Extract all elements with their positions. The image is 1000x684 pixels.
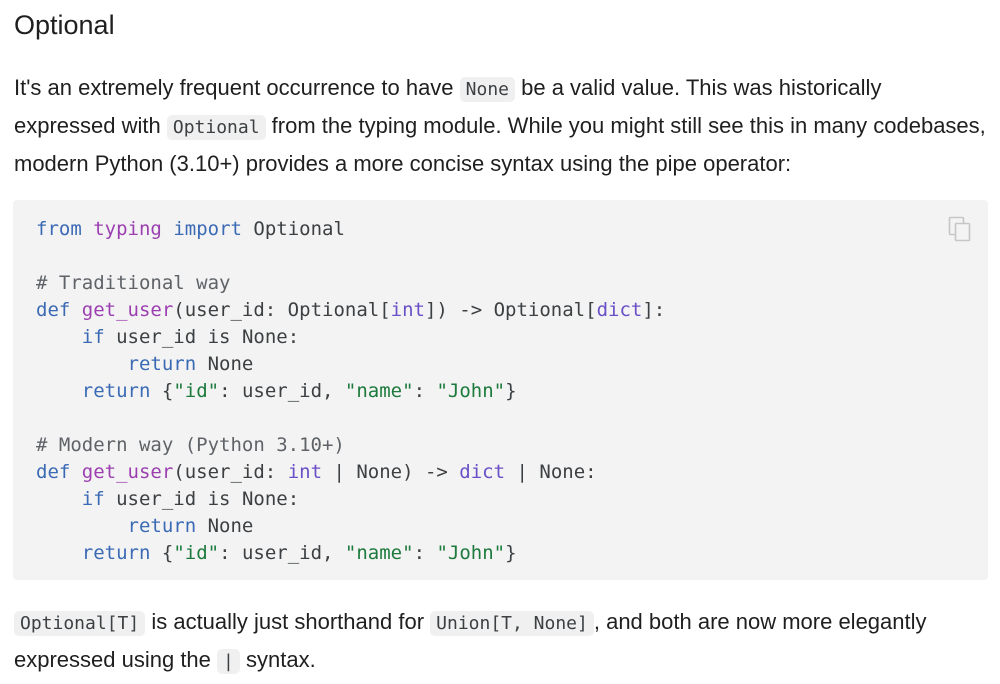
code-token: return [127,353,197,375]
code-token: def [36,461,71,483]
code-token: } [505,542,517,564]
code-token: "John" [436,380,506,402]
intro-text-1: It's an extremely frequent occurrence to… [14,75,460,100]
code-token: | None) -> [322,461,460,483]
code-token: | None: [505,461,597,483]
code-token: get_user [81,299,174,321]
copy-icon[interactable] [948,216,972,242]
section-heading: Optional [14,10,115,40]
intro-paragraph: It's an extremely frequent occurrence to… [14,70,989,182]
code-token: : user_id, [219,380,345,402]
outro-text-3: syntax. [239,647,316,672]
code-token: def [36,299,71,321]
code-token: dict [459,461,506,483]
code-token: get_user [81,461,174,483]
code-token: typing [93,218,162,240]
code-token: "name" [344,380,414,402]
code-token: int [287,461,323,483]
code-token: user_id is None: [116,326,300,348]
code-token: { [161,542,174,564]
code-content: from typing import Optional # Traditiona… [36,216,665,567]
inline-code-optional: Optional [166,115,266,140]
code-token: dict [596,299,643,321]
code-token: int [390,299,425,321]
code-token: if [81,326,105,348]
code-token: : user_id, [219,542,345,564]
inline-code-union: Union[T, None] [430,611,594,636]
code-token: "id" [173,542,220,564]
outro-paragraph: Optional[T] is actually just shorthand f… [14,604,989,680]
code-token: "John" [436,542,506,564]
intro-text-3: from the typing module. While you might … [14,113,986,176]
code-token: ]) -> Optional[ [424,299,597,321]
code-token: user_id is None: [116,488,300,510]
code-token: if [81,488,105,510]
intro-text-2: be a valid value. This was historically … [14,75,882,138]
code-token: return [127,515,197,537]
outro-text-1: is actually just shorthand for [145,609,431,634]
code-token: import [173,218,242,240]
code-token: : [413,542,437,564]
code-token: (user_id: [173,461,288,483]
code-token: "id" [173,380,220,402]
code-token: "name" [344,542,414,564]
code-token: return [81,380,151,402]
code-token: return [81,542,151,564]
code-token: (user_id: Optional[ [173,299,391,321]
code-token: ]: [642,299,666,321]
code-token: None [207,353,254,375]
inline-code-pipe: | [217,649,240,674]
code-block[interactable]: from typing import Optional # Traditiona… [13,200,988,580]
code-token: Optional [253,218,345,240]
inline-code-none: None [459,77,516,102]
code-token: } [505,380,517,402]
code-token: { [161,380,174,402]
outro-text-2: , and both are now more elegantly expres… [14,609,927,672]
inline-code-optional-t: Optional[T] [14,611,146,636]
code-token: : [413,380,437,402]
code-token: None [207,515,254,537]
code-token: from [36,218,82,240]
code-comment: # Modern way (Python 3.10+) [36,434,345,456]
code-comment: # Traditional way [36,272,231,294]
